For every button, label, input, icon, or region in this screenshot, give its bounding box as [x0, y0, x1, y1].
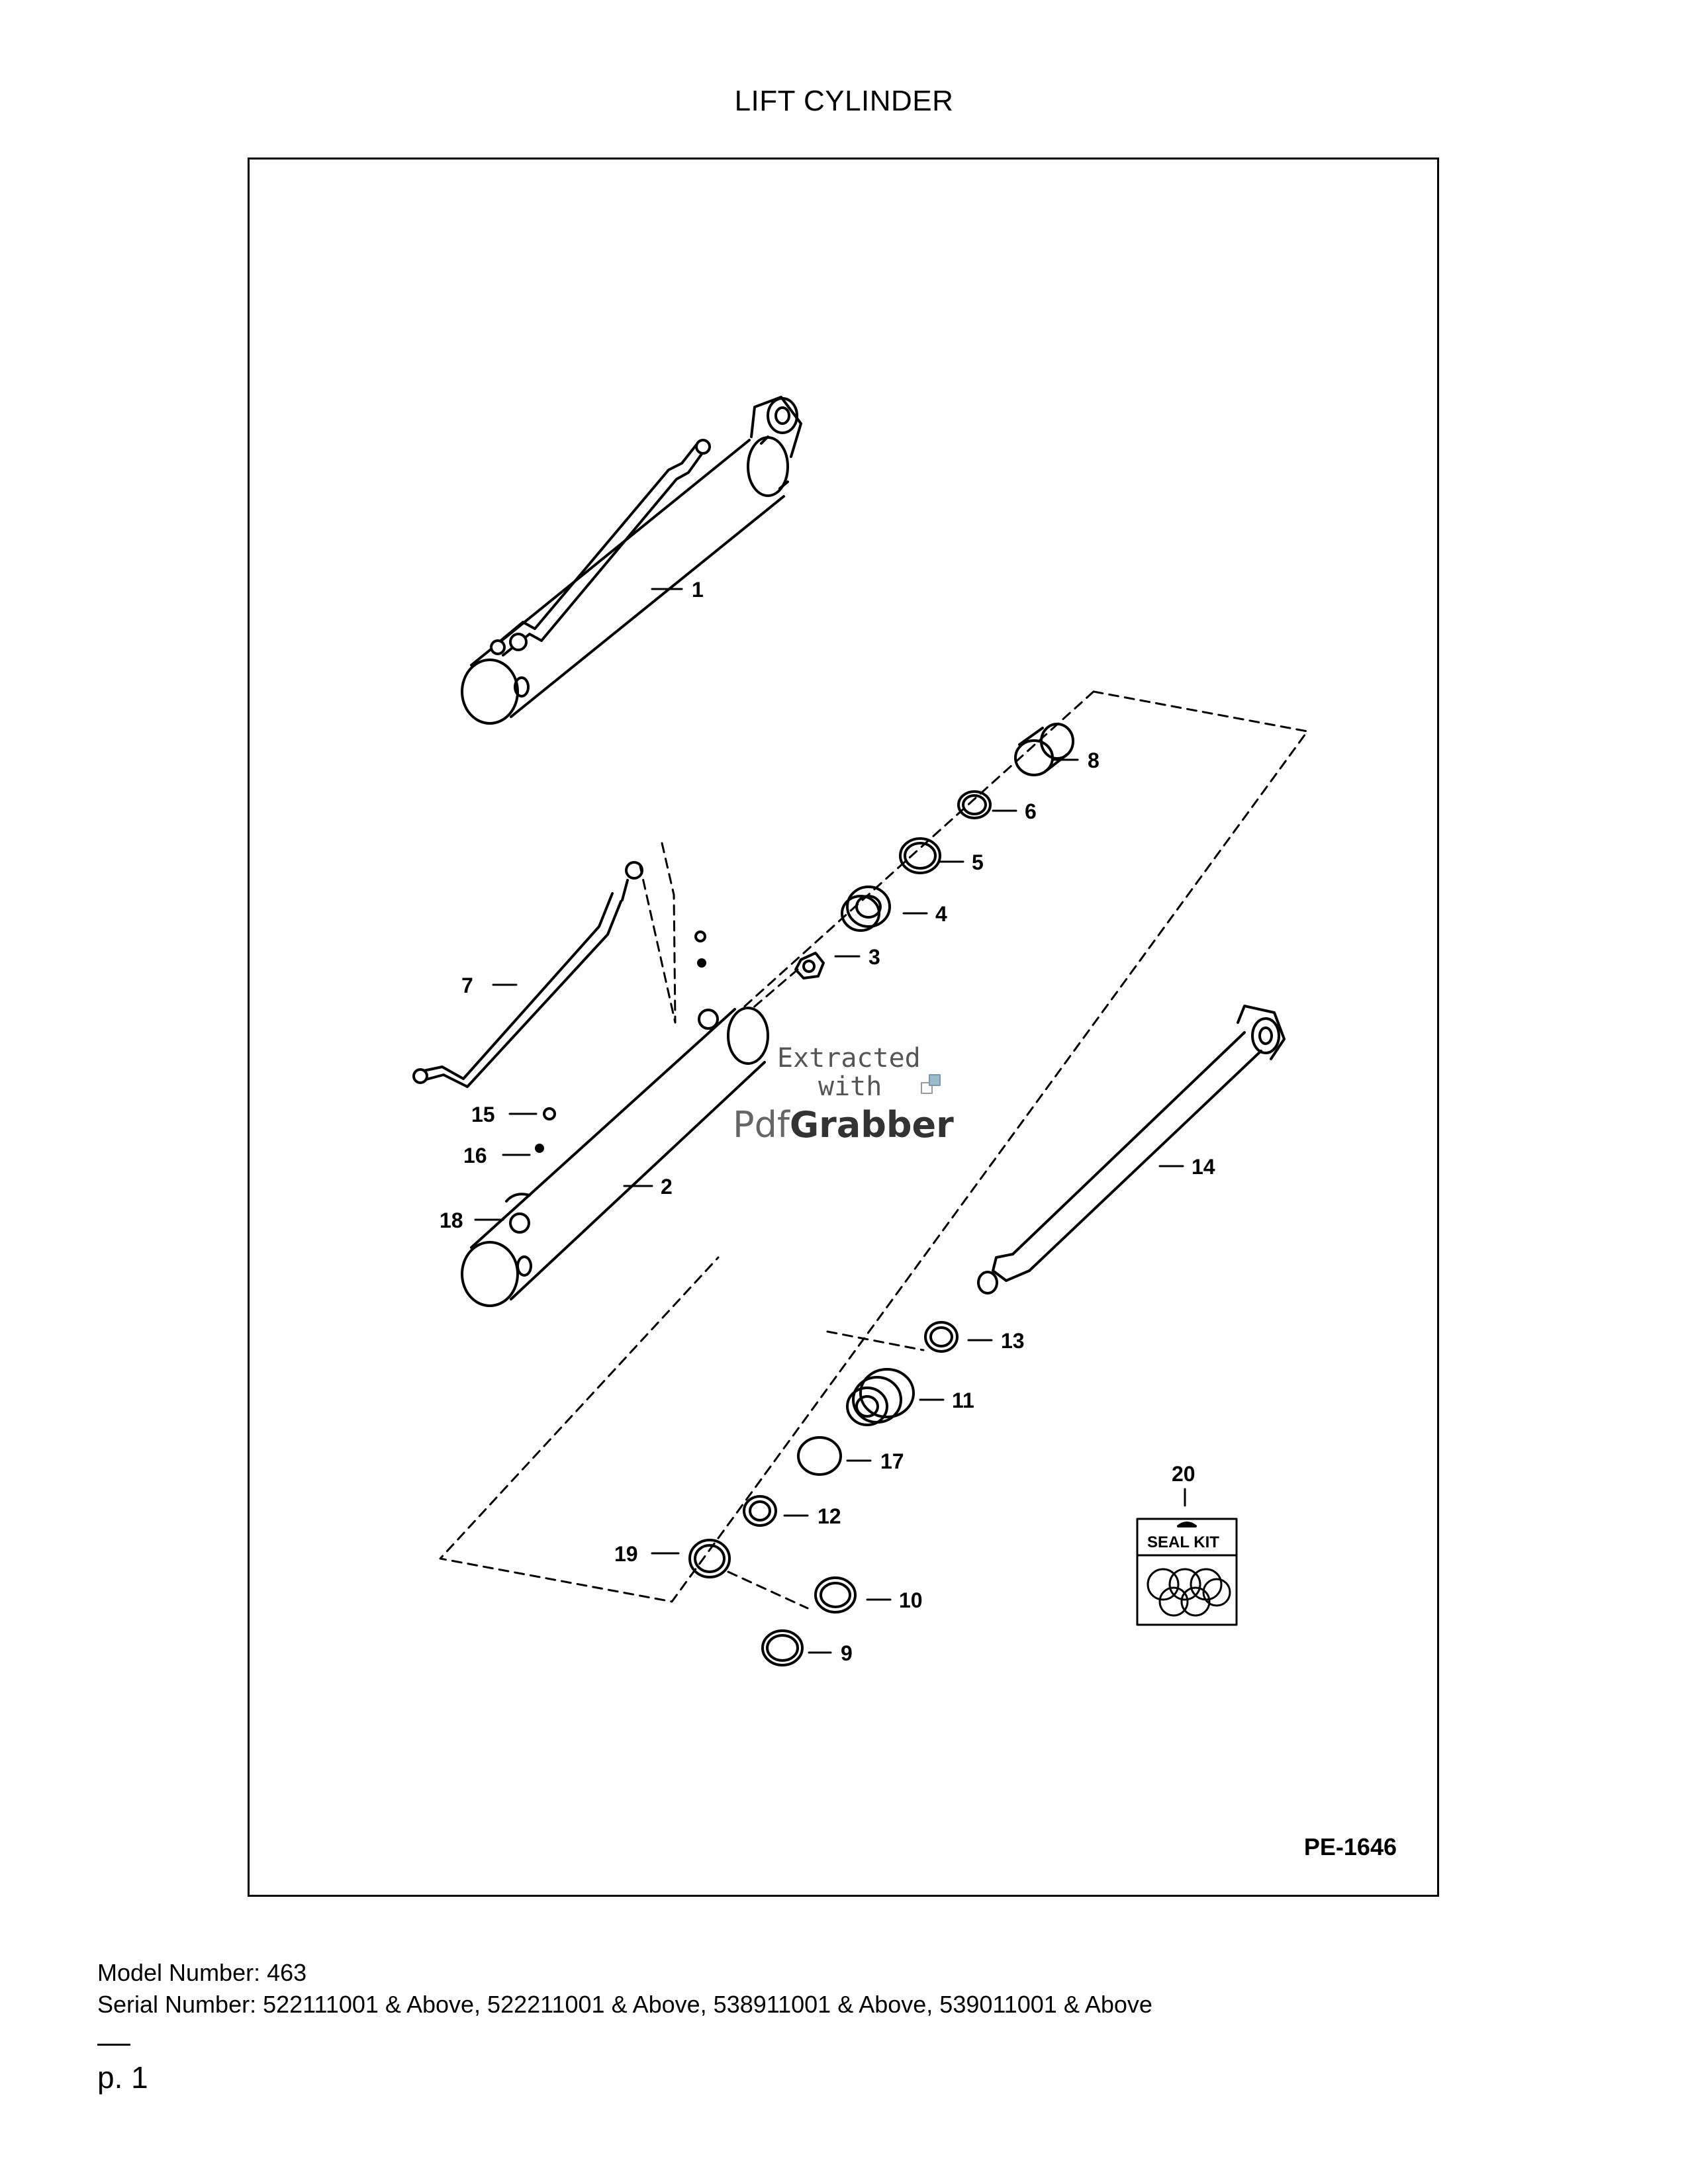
- callout-4: 4: [935, 902, 947, 926]
- callout-15: 15: [471, 1103, 495, 1126]
- callout-17: 17: [880, 1449, 904, 1473]
- callout-5: 5: [972, 850, 984, 874]
- callout-18: 18: [440, 1208, 463, 1232]
- callout-12: 12: [818, 1504, 841, 1528]
- watermark-brand-suffix: Grabber: [790, 1104, 954, 1146]
- page-number: p. 1: [97, 2060, 148, 2095]
- callout-7: 7: [461, 974, 473, 997]
- diagram-frame: [248, 158, 1439, 1897]
- barrel: [461, 1007, 769, 1307]
- piston-seals: [794, 723, 1074, 979]
- rod-seals: [688, 1321, 959, 1666]
- callout-8: 8: [1088, 749, 1100, 772]
- model-number: Model Number: 463: [97, 1959, 307, 1986]
- seal-kit: [1136, 1488, 1238, 1626]
- assembled-cylinder: [461, 396, 802, 725]
- callout-3: 3: [868, 945, 880, 969]
- callout-19: 19: [614, 1542, 638, 1566]
- footer-rule: [97, 2044, 130, 2046]
- callout-10: 10: [899, 1588, 923, 1612]
- watermark-logo-icon: [921, 1074, 941, 1094]
- callout-2: 2: [661, 1175, 673, 1199]
- serial-number: Serial Number: 522111001 & Above, 522211…: [97, 1991, 1152, 2018]
- callout-1: 1: [692, 578, 704, 602]
- callout-20: 20: [1172, 1462, 1196, 1486]
- callout-16: 16: [463, 1144, 487, 1167]
- callout-11: 11: [952, 1388, 974, 1412]
- piston-rod: [977, 1005, 1286, 1295]
- tube-line: [412, 861, 643, 1088]
- callout-14: 14: [1192, 1155, 1215, 1179]
- callout-labels: 1 2 3 4 5 6 7 8 9 10 11 12 13 14 15 16 1…: [440, 578, 1219, 1665]
- assembly-dash-lines: [439, 690, 1309, 1610]
- leader-lines: [474, 588, 1184, 1654]
- page-title: LIFT CYLINDER: [734, 85, 954, 117]
- watermark-line2: with: [818, 1071, 882, 1102]
- callout-6: 6: [1025, 799, 1037, 823]
- watermark-line1: Extracted: [777, 1043, 921, 1073]
- watermark: Extracted with PdfGrabber: [733, 1043, 954, 1146]
- seal-kit-label: SEAL KIT: [1147, 1533, 1219, 1551]
- drawing-id: PE-1646: [1303, 1833, 1397, 1860]
- watermark-brand-prefix: Pdf: [733, 1104, 791, 1146]
- bleed-screws: [535, 931, 706, 1153]
- callout-13: 13: [1001, 1329, 1025, 1353]
- svg-text:PdfGrabber: PdfGrabber: [733, 1104, 954, 1146]
- callout-9: 9: [841, 1641, 853, 1665]
